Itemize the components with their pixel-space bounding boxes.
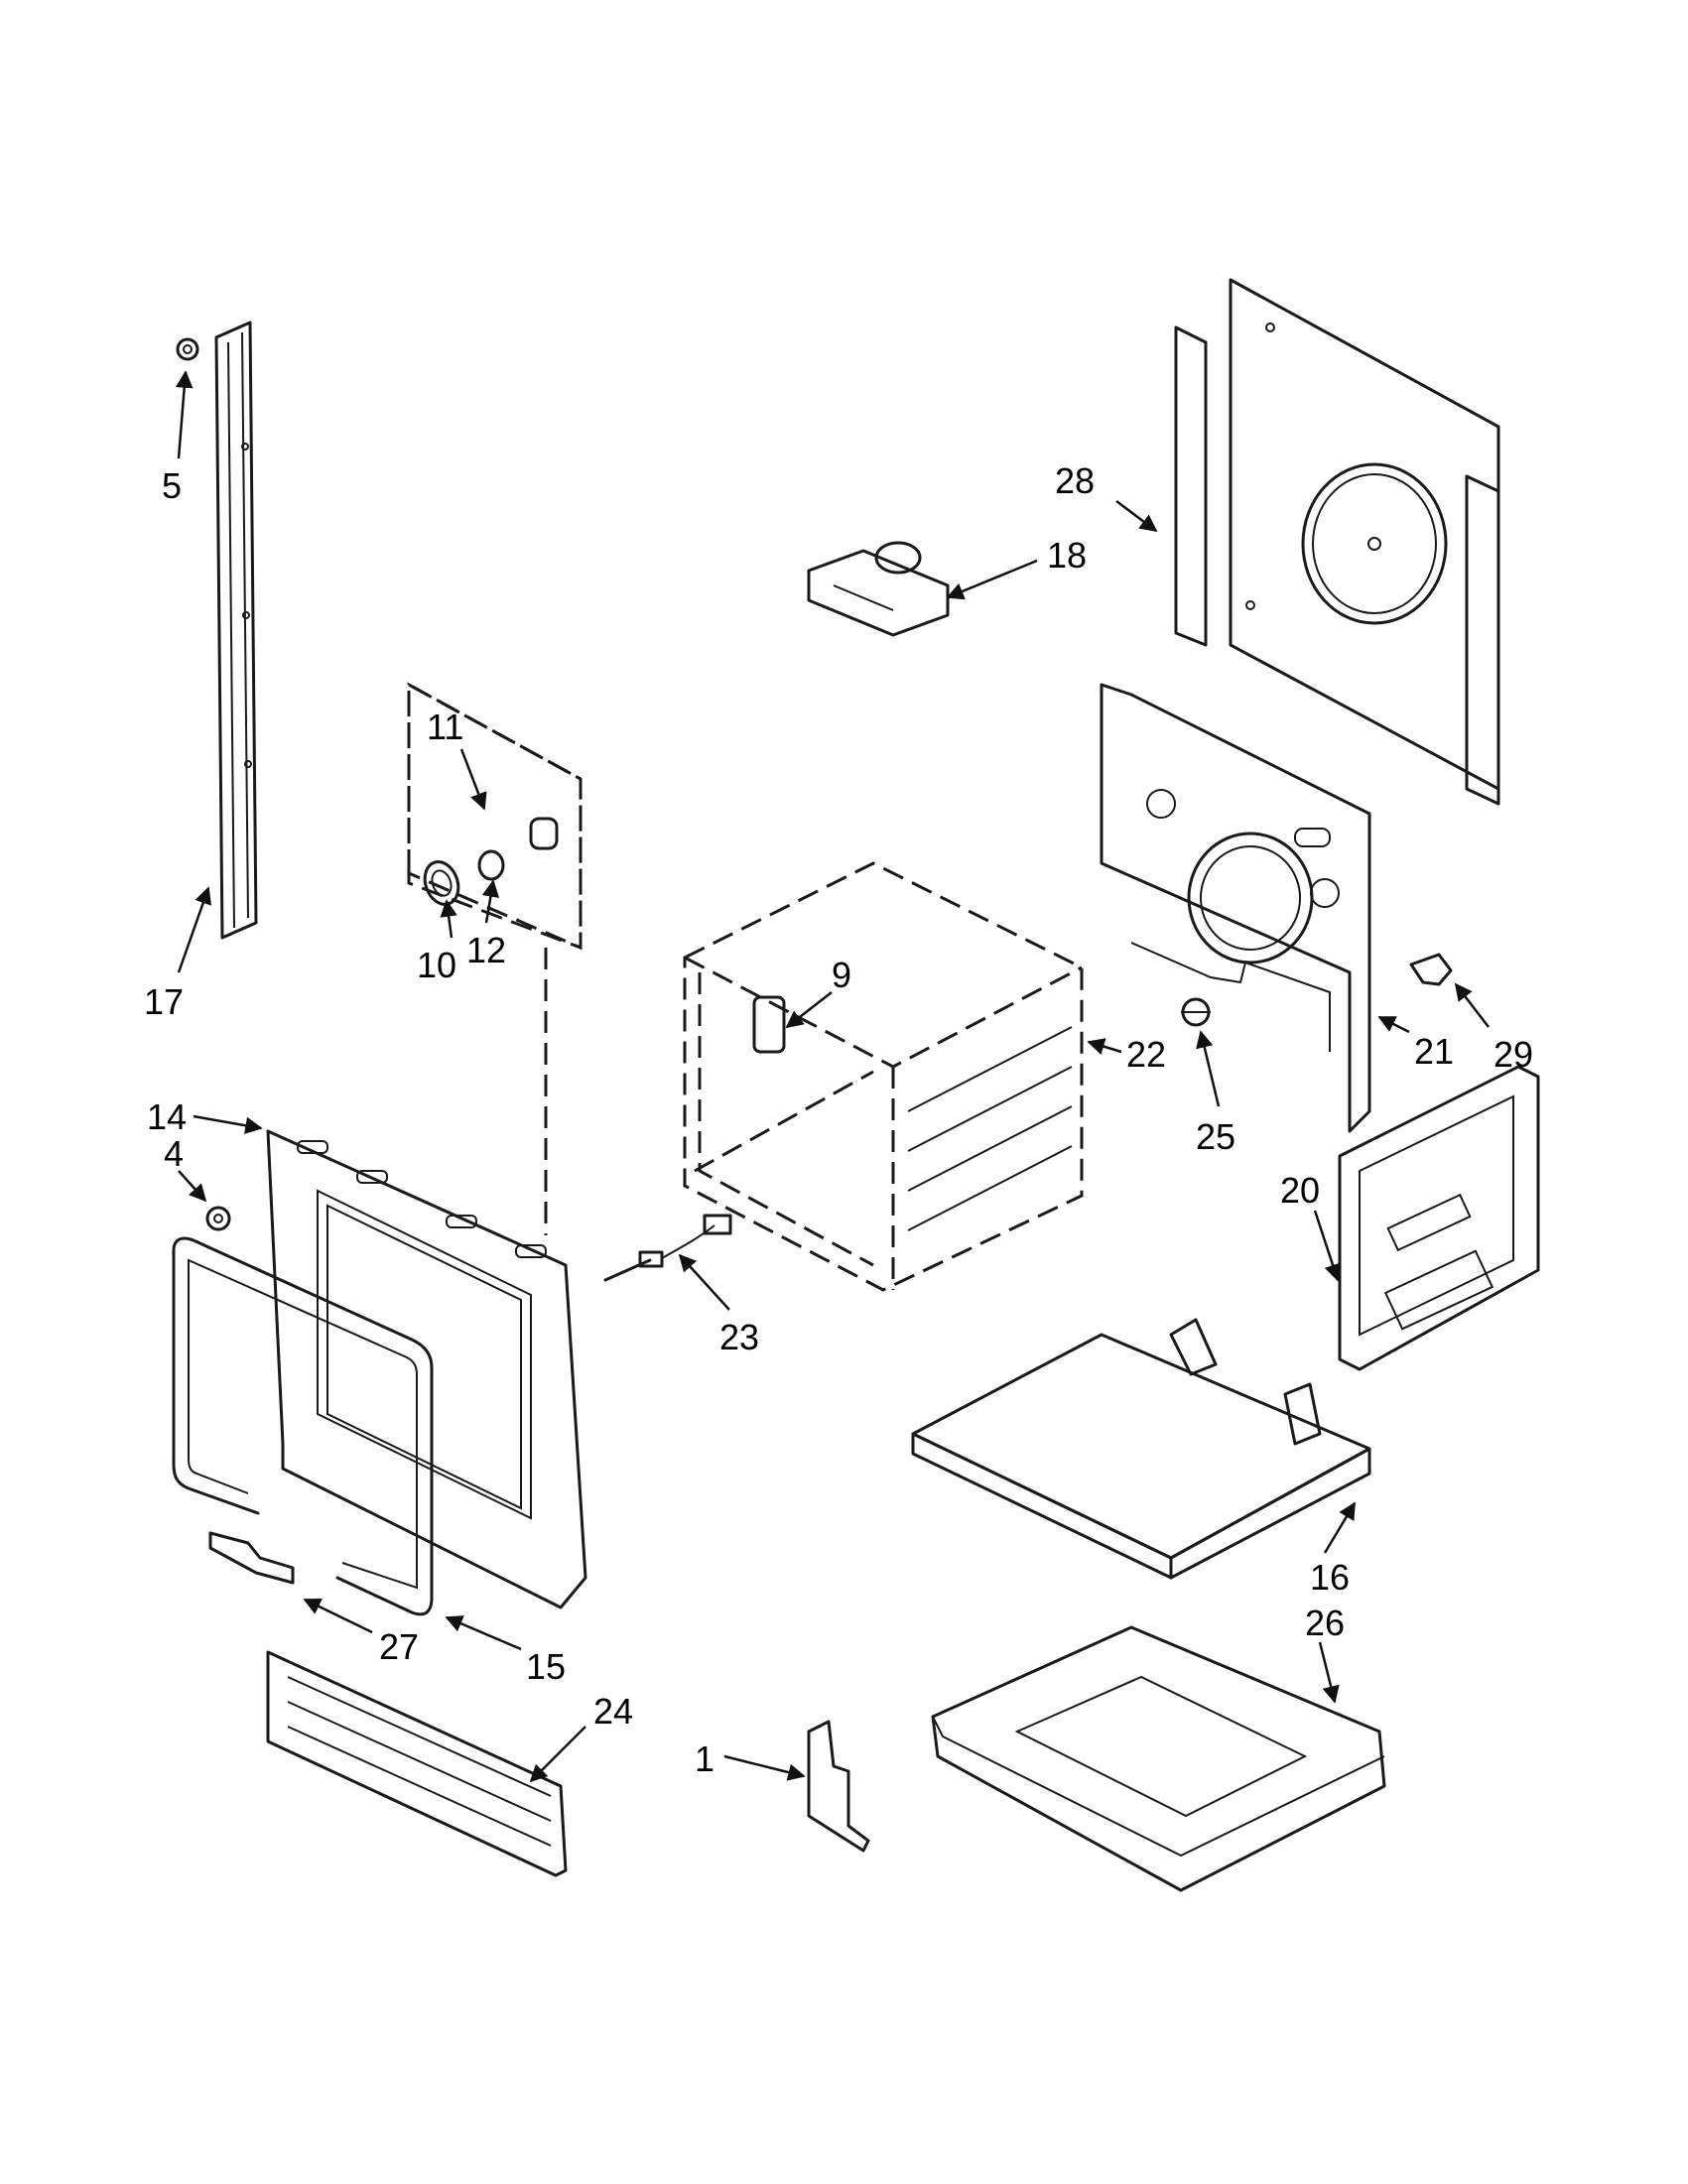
part-4-screw <box>205 1206 231 1231</box>
part-22-oven-cavity <box>683 861 1084 1292</box>
callout-5: 5 <box>162 465 182 506</box>
part-1-bracket <box>807 1720 870 1853</box>
part-14-front-frame <box>266 1129 587 1609</box>
callout-9: 9 <box>832 955 851 995</box>
callout-21: 21 <box>1414 1031 1454 1072</box>
callout-24: 24 <box>593 1691 633 1732</box>
part-11-socket <box>529 817 559 850</box>
part-16-top-panel <box>911 1318 1371 1580</box>
part-20-side-panel <box>1338 1065 1540 1371</box>
callout-27: 27 <box>379 1626 419 1667</box>
callout-23: 23 <box>719 1317 759 1357</box>
part-18-switch <box>807 541 950 637</box>
callout-11: 11 <box>427 707 463 747</box>
callout-14: 14 <box>147 1096 187 1137</box>
callout-29: 29 <box>1493 1034 1533 1075</box>
part-24-vent <box>266 1650 568 1877</box>
callout-22: 22 <box>1126 1034 1166 1075</box>
callout-20: 20 <box>1280 1170 1320 1211</box>
part-26-bottom-tray <box>931 1625 1386 1892</box>
part-17-side-trim <box>214 321 258 940</box>
callout-4: 4 <box>164 1133 184 1174</box>
callout-labels: 5 17 11 10 12 9 14 4 23 22 28 18 21 29 2… <box>144 460 1533 1779</box>
part-29-clip <box>1409 953 1453 986</box>
callout-1: 1 <box>695 1738 714 1779</box>
part-9-element <box>752 995 786 1054</box>
callout-12: 12 <box>466 930 506 970</box>
callout-26: 26 <box>1305 1603 1345 1643</box>
callout-leaders <box>176 370 1490 1783</box>
part-11-light-assembly <box>407 682 583 1235</box>
callout-16: 16 <box>1310 1557 1350 1598</box>
callout-25: 25 <box>1196 1116 1235 1157</box>
part-15-gasket <box>172 1236 434 1616</box>
part-23-probe <box>603 1214 732 1282</box>
part-12-bulb <box>477 849 505 881</box>
callout-15: 15 <box>526 1646 566 1687</box>
part-27-bracket <box>208 1531 295 1585</box>
callout-18: 18 <box>1047 535 1087 576</box>
part-28-rear-panel <box>1174 278 1500 806</box>
part-25-sensor <box>1181 997 1211 1027</box>
part-21-back-wall <box>1100 683 1371 1133</box>
callout-17: 17 <box>144 981 184 1022</box>
callout-10: 10 <box>417 945 456 985</box>
callout-28: 28 <box>1055 460 1095 501</box>
part-5-screw <box>176 337 199 361</box>
